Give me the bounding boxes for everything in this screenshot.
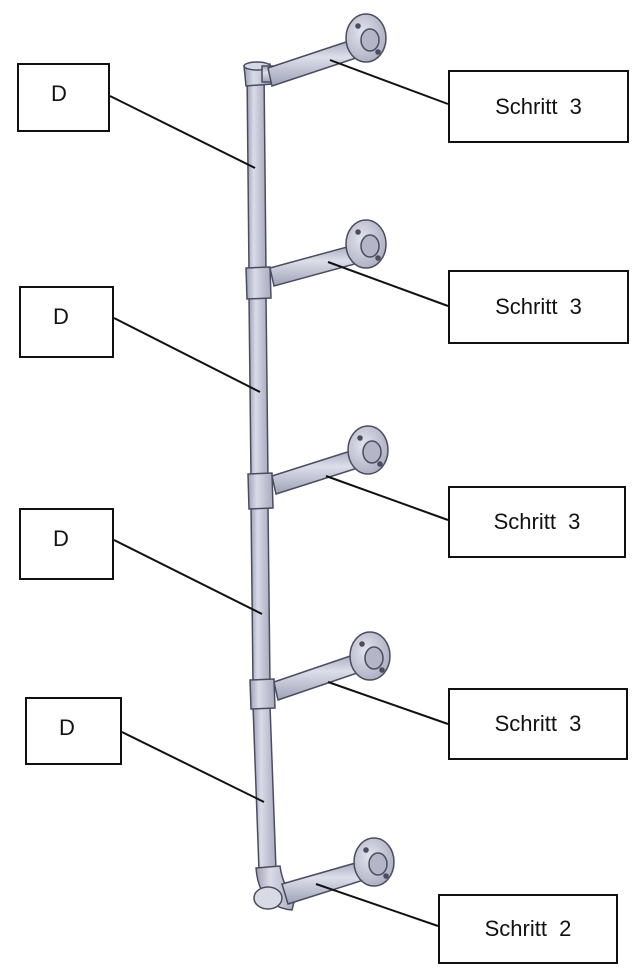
label-d-2: D [19,286,114,358]
flange-5 [353,837,395,887]
leader-lines [109,59,449,927]
label-d-2-text: D [53,304,69,329]
flange-1 [345,13,387,63]
label-schritt-5-text: Schritt 2 [484,916,572,941]
leader-line-left-1 [109,95,256,169]
pipe-segment-3 [250,505,271,685]
label-schritt-2-text: Schritt 3 [495,294,582,319]
label-schritt-3: Schritt 3 [448,486,626,558]
flange-2 [345,219,387,269]
leader-line-right-5 [315,883,439,927]
label-d-1: D [17,63,110,132]
pipe-segment-4 [252,705,277,871]
label-d-4: D [25,697,122,765]
leader-line-left-2 [113,317,261,393]
label-d-3: D [19,508,114,580]
label-schritt-4-text: Schritt 3 [494,711,582,736]
label-schritt-1: Schritt 3 [448,70,629,143]
label-schritt-5: Schritt 2 [438,894,618,964]
tee-fitting-2 [247,472,274,510]
label-d-4-text: D [59,715,75,740]
leader-line-right-2 [327,261,449,307]
label-schritt-1-text: Schritt 3 [495,93,582,119]
flange-3 [347,425,389,475]
vertical-pipe [246,69,277,871]
label-schritt-4: Schritt 3 [448,688,628,760]
label-d-3-text: D [53,526,69,551]
leader-line-right-1 [329,59,449,105]
tee-fittings [245,266,276,710]
flange-4 [349,631,391,681]
leader-line-right-3 [325,475,449,521]
tee-fitting-1 [245,266,272,300]
tee-fitting-3 [249,678,276,710]
leader-line-right-4 [327,681,449,725]
pipe-segment-1 [246,69,267,273]
leader-line-left-3 [113,539,263,615]
horizontal-arms [267,37,371,905]
label-schritt-2: Schritt 3 [448,270,629,344]
label-d-1-text: D [51,81,67,106]
label-schritt-3-text: Schritt 3 [493,509,581,534]
wall-flanges [345,13,395,887]
leader-line-left-4 [121,731,265,803]
